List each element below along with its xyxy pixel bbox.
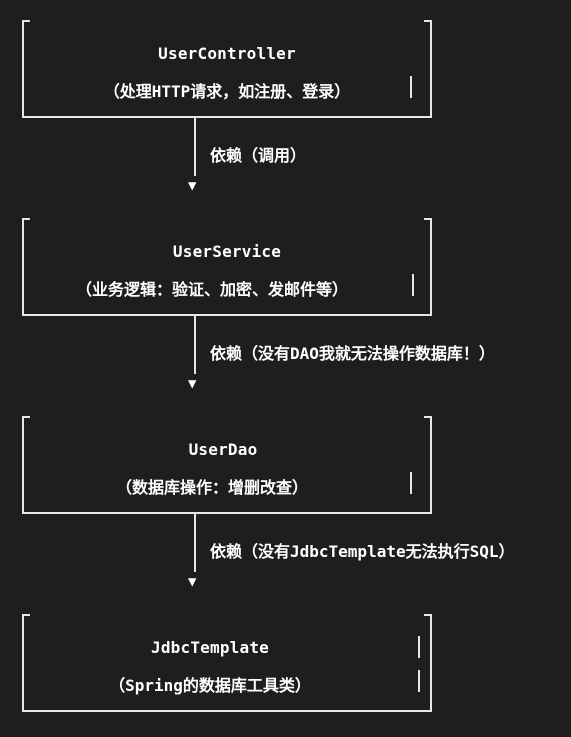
arrow-down-icon: ▼ (188, 376, 197, 392)
divider (410, 76, 412, 98)
divider (410, 472, 412, 494)
connector-line (194, 118, 196, 176)
layer-subtitle: （Spring的数据库工具类） (109, 676, 311, 695)
arrow-down-icon: ▼ (188, 574, 197, 590)
layer-subtitle: （数据库操作：增删改查） (115, 478, 308, 497)
layer-title: JdbcTemplate (151, 638, 269, 657)
layer-title: UserDao (188, 440, 258, 459)
connector-line (194, 316, 196, 374)
layer-box-userservice: UserService （业务逻辑：验证、加密、发邮件等） (22, 218, 432, 316)
layer-title: UserController (158, 44, 296, 63)
divider (418, 636, 420, 658)
connector-line (194, 514, 196, 572)
layer-box-userdao: UserDao （数据库操作：增删改查） (22, 416, 432, 514)
layer-subtitle: （业务逻辑：验证、加密、发邮件等） (75, 280, 348, 299)
divider (418, 670, 420, 692)
dependency-label: 依赖（调用） (210, 146, 307, 165)
arrow-down-icon: ▼ (188, 178, 197, 194)
layer-box-usercontroller: UserController （处理HTTP请求，如注册、登录） (22, 20, 432, 118)
dependency-label: 依赖（没有JdbcTemplate无法执行SQL） (210, 542, 515, 561)
dependency-label: 依赖（没有DAO我就无法操作数据库！） (210, 344, 495, 363)
layer-subtitle: （处理HTTP请求，如注册、登录） (103, 82, 351, 101)
layer-title: UserService (172, 242, 282, 261)
divider (412, 274, 414, 296)
layer-box-jdbctemplate: JdbcTemplate （Spring的数据库工具类） (22, 614, 432, 712)
